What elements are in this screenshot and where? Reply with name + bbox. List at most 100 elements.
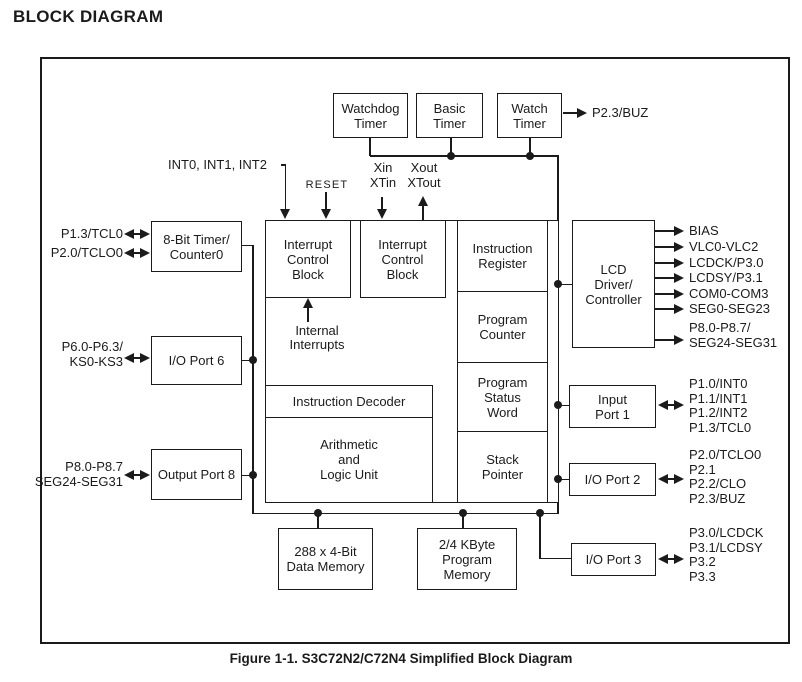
arrowhead [140, 470, 150, 480]
wire [131, 357, 145, 359]
wire [131, 233, 145, 235]
arrowhead [140, 353, 150, 363]
wire-internal-interrupts [307, 307, 309, 322]
arrowhead [674, 258, 684, 268]
junction-dot [446, 151, 455, 160]
block-output-port8: Output Port 8 [151, 449, 242, 500]
arrowhead [674, 273, 684, 283]
block-interrupt-control-1: Interrupt Control Block [265, 220, 351, 298]
wire-lcd-out [655, 262, 677, 264]
pin-label-port8: P8.0-P8.7 SEG24-SEG31 [34, 459, 123, 489]
pin-label-com: COM0-COM3 [689, 286, 769, 301]
arrowhead [674, 289, 684, 299]
wire-lcd-out [655, 277, 677, 279]
block-io-port6: I/O Port 6 [151, 336, 242, 385]
wire-progmem-link [462, 513, 464, 528]
arrowhead [674, 226, 684, 236]
block-watch-timer: Watch Timer [497, 93, 562, 138]
page-title: BLOCK DIAGRAM [13, 7, 164, 26]
arrowhead [124, 353, 134, 363]
label-interrupts: INT0, INT1, INT2 [168, 157, 267, 172]
junction-dot [459, 509, 467, 517]
arrowhead-xin [377, 209, 387, 219]
block-alu: Arithmetic and Logic Unit [265, 416, 433, 503]
block-io-port2: I/O Port 2 [569, 463, 656, 496]
wire-port1-link [557, 404, 569, 406]
arrowhead [674, 304, 684, 314]
pin-label-port3: P3.0/LCDCK P3.1/LCDSY P3.2 P3.3 [689, 525, 764, 584]
label-xin: Xin XTin [369, 160, 397, 190]
arrowhead [124, 470, 134, 480]
wire-int-h [281, 164, 286, 166]
pin-label-tcl0: P1.3/TCL0 [60, 226, 123, 241]
wire [131, 474, 145, 476]
block-program-memory: 2/4 KByte Program Memory [417, 528, 517, 590]
wire-port6-link [242, 359, 253, 361]
arrowhead [658, 474, 668, 484]
block-timer-counter0: 8-Bit Timer/ Counter0 [151, 221, 242, 272]
arrowhead [674, 474, 684, 484]
wire [665, 404, 678, 406]
arrowhead [124, 229, 134, 239]
arrowhead [674, 242, 684, 252]
pin-label-port2: P2.0/TCLO0 P2.1 P2.2/CLO P2.3/BUZ [689, 447, 762, 506]
wire-watch-drop [529, 137, 531, 156]
wire [665, 558, 678, 560]
block-stack-pointer: Stack Pointer [457, 430, 548, 503]
pin-label-port1: P1.0/INT0 P1.1/INT1 P1.2/INT2 P1.3/TCL0 [689, 376, 752, 435]
wire-port8-link [242, 474, 253, 476]
pin-label-p23-buz: P2.3/BUZ [592, 105, 649, 120]
wire-top-bus [370, 155, 559, 157]
wire-lcd-out [655, 308, 677, 310]
wire-lcd-out [655, 293, 677, 295]
arrowhead [124, 248, 134, 258]
wire-lcd-out [655, 339, 677, 341]
wire-lcd-link [557, 283, 572, 285]
wire-datamem-link [317, 513, 319, 528]
wire-int-v [284, 164, 286, 211]
diagram-border [40, 57, 790, 644]
label-xout: Xout XTout [407, 160, 441, 190]
block-basic-timer: Basic Timer [416, 93, 483, 138]
wire-lcd-out [655, 230, 677, 232]
block-program-counter: Program Counter [457, 290, 548, 364]
wire-basic-drop [450, 137, 452, 156]
arrowhead-internal-interrupts [303, 298, 313, 308]
block-instruction-register: Instruction Register [457, 220, 548, 292]
block-io-port3: I/O Port 3 [571, 543, 656, 576]
wire-port2-link [557, 478, 569, 480]
arrowhead [674, 335, 684, 345]
wire-xin [381, 197, 383, 210]
block-lcd-controller: LCD Driver/ Controller [572, 220, 655, 348]
pin-label-tclo0: P2.0/TCLO0 [50, 245, 123, 260]
wire-bottom-bus [252, 512, 559, 514]
block-interrupt-control-2: Interrupt Control Block [359, 220, 446, 298]
wire-timer-link [242, 244, 253, 246]
pin-label-bias: BIAS [689, 223, 719, 238]
wire [665, 478, 678, 480]
junction-dot [248, 356, 257, 364]
junction-dot [553, 280, 562, 288]
block-input-port1: Input Port 1 [569, 385, 656, 428]
wire-xout [422, 205, 424, 220]
arrowhead [658, 554, 668, 564]
junction-dot [248, 471, 257, 479]
junction-dot [525, 151, 534, 160]
junction-dot [553, 475, 562, 483]
wire-left-bus [252, 244, 254, 514]
block-data-memory: 288 x 4-Bit Data Memory [278, 528, 373, 590]
figure-caption: Figure 1-1. S3C72N2/C72N4 Simplified Blo… [229, 651, 573, 666]
arrowhead [140, 229, 150, 239]
pin-label-port6: P6.0-P6.3/ KS0-KS3 [61, 339, 123, 369]
junction-dot [313, 509, 322, 517]
arrowhead-int [280, 209, 291, 219]
arrowhead-reset [321, 209, 331, 219]
block-program-status-word: Program Status Word [457, 362, 548, 432]
block-instruction-decoder: Instruction Decoder [265, 385, 433, 418]
wire-port3-branch-h [539, 557, 572, 559]
wire-reset [325, 192, 327, 210]
arrowhead-buz [577, 108, 587, 118]
wire-watchdog-drop [369, 137, 371, 156]
block-watchdog-timer: Watchdog Timer [333, 93, 408, 138]
